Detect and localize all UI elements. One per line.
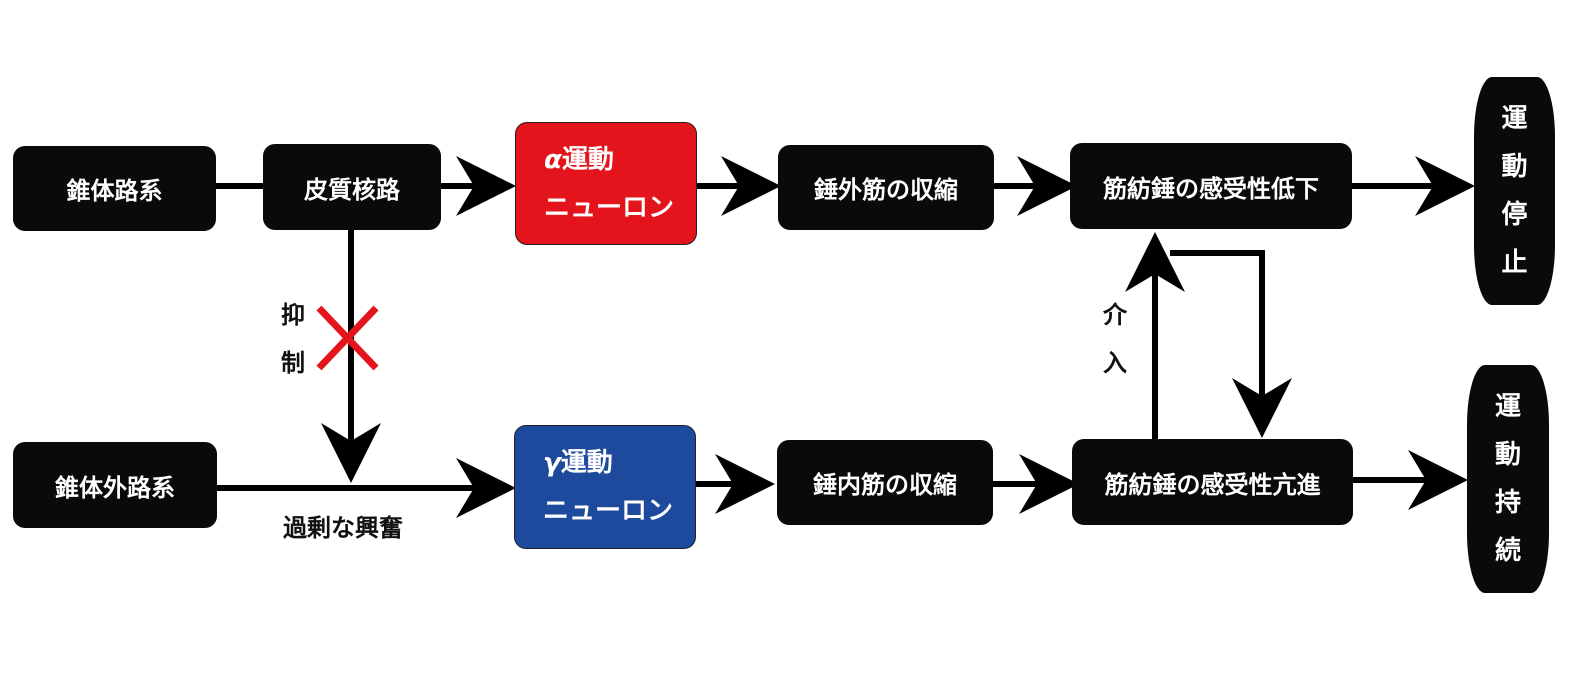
node-spindle-high-label: 筋紡錘の感受性亢進 <box>1104 470 1321 499</box>
stop-char-1: 運 <box>1501 104 1528 134</box>
node-alpha-line1: α運動 <box>544 136 614 184</box>
node-pyramidal-tract: 錐体路系 <box>13 146 216 231</box>
gamma-symbol: γ <box>543 448 561 478</box>
node-alpha-line2: ニューロン <box>544 192 675 223</box>
node-spindle-sensitivity-high: 筋紡錘の感受性亢進 <box>1072 439 1353 525</box>
stop-char-3: 停 <box>1501 200 1528 230</box>
node-extrapyramidal-tract: 錐体外路系 <box>13 442 217 528</box>
stop-char-4: 止 <box>1501 248 1528 278</box>
node-motion-stop: 運 動 停 止 <box>1474 77 1555 305</box>
alpha-line1-text: 運動 <box>561 144 614 175</box>
gamma-line1-text: 運動 <box>560 448 613 478</box>
label-suppress: 抑 制 <box>278 291 308 387</box>
suppress-char-1: 抑 <box>281 301 305 329</box>
stop-char-2: 動 <box>1501 152 1528 182</box>
node-pyramidal-tract-label: 錐体路系 <box>66 177 163 205</box>
node-extrafusal-label: 錘外筋の収縮 <box>814 176 958 204</box>
label-intervene: 介 入 <box>1100 291 1130 387</box>
node-extrapyramidal-label: 錐体外路系 <box>55 473 175 502</box>
label-excess-excitation: 過剰な興奮 <box>283 514 403 542</box>
node-alpha-motor-neuron: α運動 ニューロン <box>515 122 697 245</box>
continue-char-4: 続 <box>1494 536 1521 566</box>
node-corticospinal-tract-label: 皮質核路 <box>304 175 400 204</box>
node-spindle-low-label: 筋紡錘の感受性低下 <box>1103 174 1319 203</box>
edge-feedback-down <box>1170 250 1292 438</box>
node-gamma-line2: ニューロン <box>543 496 674 526</box>
node-gamma-motor-neuron: γ運動 ニューロン <box>514 425 696 549</box>
node-corticospinal-tract: 皮質核路 <box>263 144 441 230</box>
alpha-symbol: α <box>544 144 562 175</box>
node-intrafusal-contraction: 錘内筋の収縮 <box>777 440 993 525</box>
suppress-char-2: 制 <box>281 349 305 377</box>
node-motion-continue: 運 動 持 続 <box>1467 365 1549 593</box>
intervene-char-2: 入 <box>1103 349 1127 377</box>
node-spindle-sensitivity-low: 筋紡錘の感受性低下 <box>1070 143 1352 229</box>
continue-char-1: 運 <box>1494 392 1521 422</box>
cross-suppress-icon <box>316 305 379 371</box>
node-gamma-line1: γ運動 <box>543 439 613 487</box>
continue-char-3: 持 <box>1494 488 1521 518</box>
intervene-char-1: 介 <box>1103 301 1127 329</box>
node-extrafusal-contraction: 錘外筋の収縮 <box>778 145 994 230</box>
node-intrafusal-label: 錘内筋の収縮 <box>813 471 957 499</box>
continue-char-2: 動 <box>1494 440 1521 470</box>
